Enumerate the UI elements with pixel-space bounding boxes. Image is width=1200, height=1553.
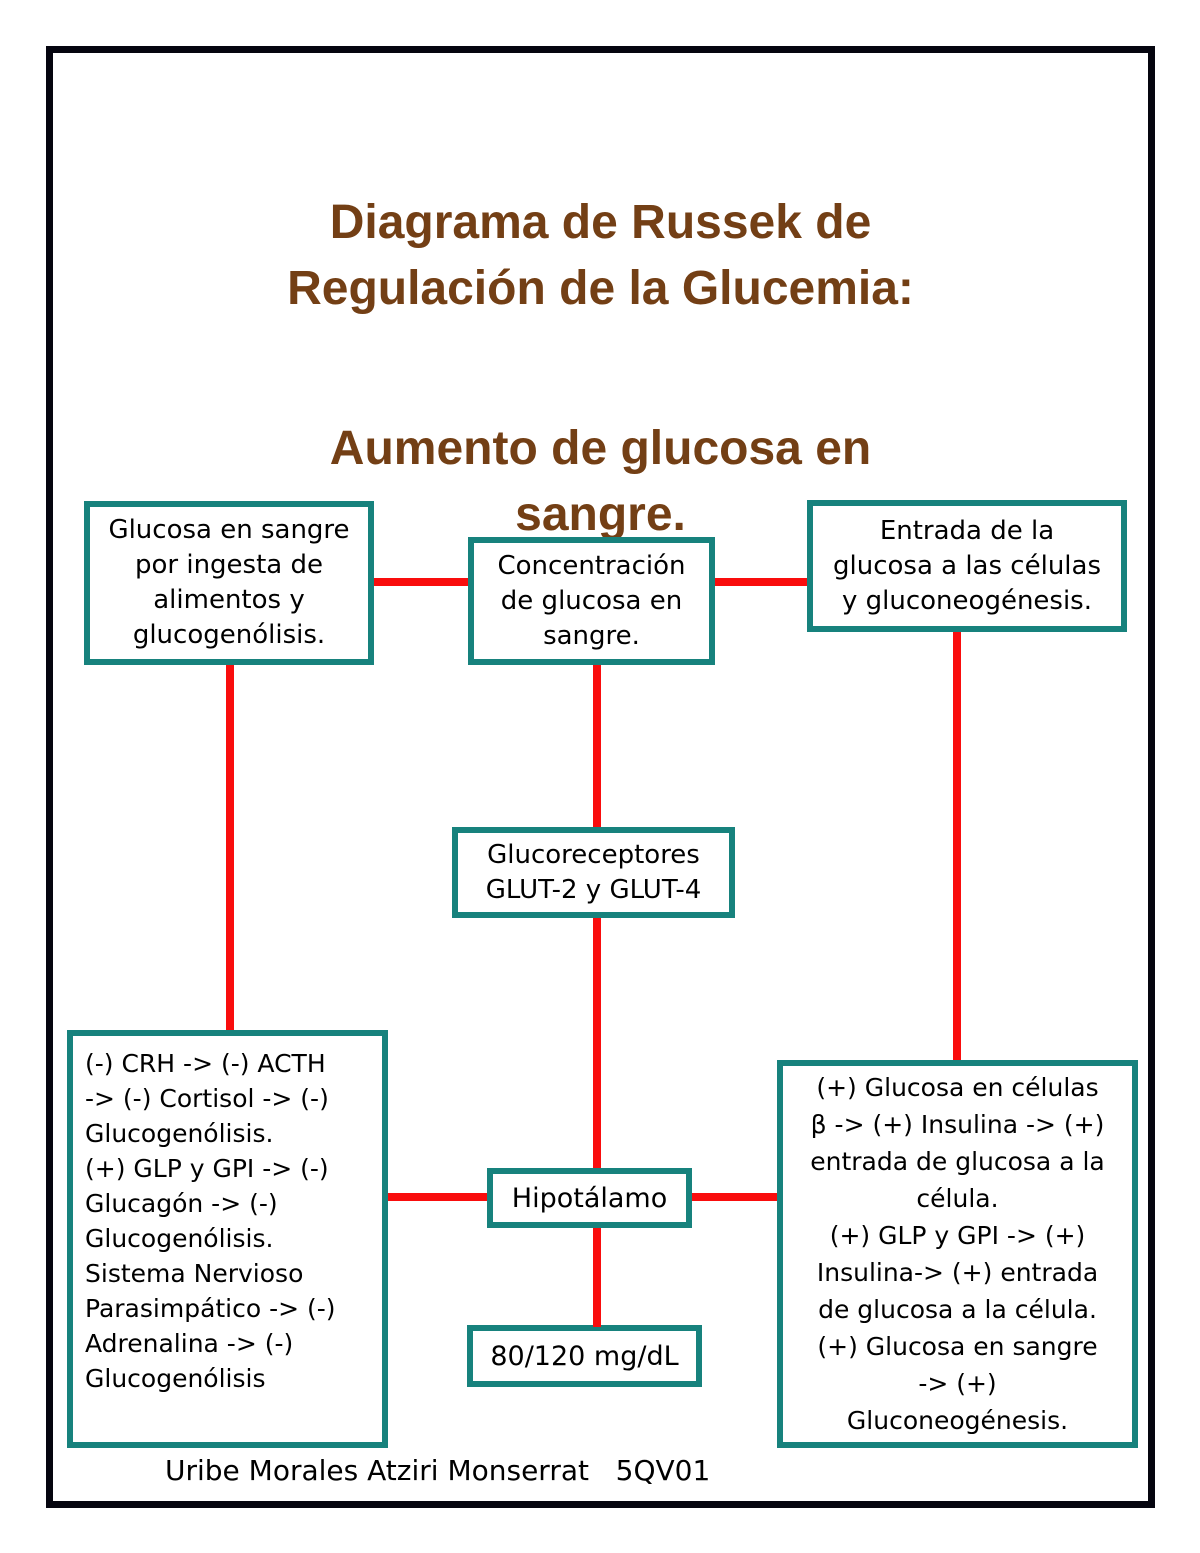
connector-concentracion-to-glucoreceptores <box>593 665 601 827</box>
title-part-1: Diagrama de Russek de Regulación de la G… <box>287 196 914 315</box>
connector-eje-crh-to-hipotalamo <box>388 1193 487 1201</box>
connector-hipotalamo-to-celulas-beta <box>692 1193 777 1201</box>
node-glucosa-ingesta: Glucosa en sangre por ingesta de aliment… <box>84 501 374 665</box>
node-glucoreceptores: Glucoreceptores GLUT-2 y GLUT-4 <box>452 827 735 918</box>
node-glucosa-ingesta-label: Glucosa en sangre por ingesta de aliment… <box>108 515 350 650</box>
connector-ingesta-to-concentracion <box>374 578 468 586</box>
author-credit: Uribe Morales Atziri Monserrat 5QV01 <box>165 1454 711 1487</box>
node-rango-glucemia: 80/120 mg/dL <box>467 1325 702 1387</box>
connector-concentracion-to-entrada <box>715 578 807 586</box>
node-celulas-beta-label: (+) Glucosa en células β -> (+) Insulina… <box>810 1073 1105 1435</box>
node-eje-crh-label: (-) CRH -> (-) ACTH -> (-) Cortisol -> (… <box>85 1049 336 1393</box>
connector-ingesta-to-eje-crh <box>226 665 234 1030</box>
node-concentracion-glucosa: Concentración de glucosa en sangre. <box>468 537 715 665</box>
node-concentracion-glucosa-label: Concentración de glucosa en sangre. <box>497 550 686 651</box>
node-entrada-glucosa-label: Entrada de la glucosa a las células y gl… <box>832 515 1101 616</box>
node-glucoreceptores-label: Glucoreceptores GLUT-2 y GLUT-4 <box>485 839 702 905</box>
node-hipotalamo: Hipotálamo <box>487 1168 692 1228</box>
page-border <box>46 46 1155 1508</box>
connector-entrada-to-celulas-beta <box>953 632 961 1060</box>
connector-hipotalamo-to-rango-glucemia <box>593 1228 601 1327</box>
node-rango-glucemia-label: 80/120 mg/dL <box>490 1340 679 1372</box>
node-hipotalamo-label: Hipotálamo <box>511 1182 668 1214</box>
node-celulas-beta: (+) Glucosa en células β -> (+) Insulina… <box>777 1060 1138 1448</box>
node-eje-crh: (-) CRH -> (-) ACTH -> (-) Cortisol -> (… <box>67 1030 388 1448</box>
connector-glucoreceptores-to-hipotalamo <box>593 918 601 1168</box>
title-part-2: Aumento de glucosa en sangre. <box>329 422 872 541</box>
diagram-title: Diagrama de Russek de Regulación de la G… <box>46 124 1155 614</box>
node-entrada-glucosa: Entrada de la glucosa a las células y gl… <box>807 500 1127 632</box>
